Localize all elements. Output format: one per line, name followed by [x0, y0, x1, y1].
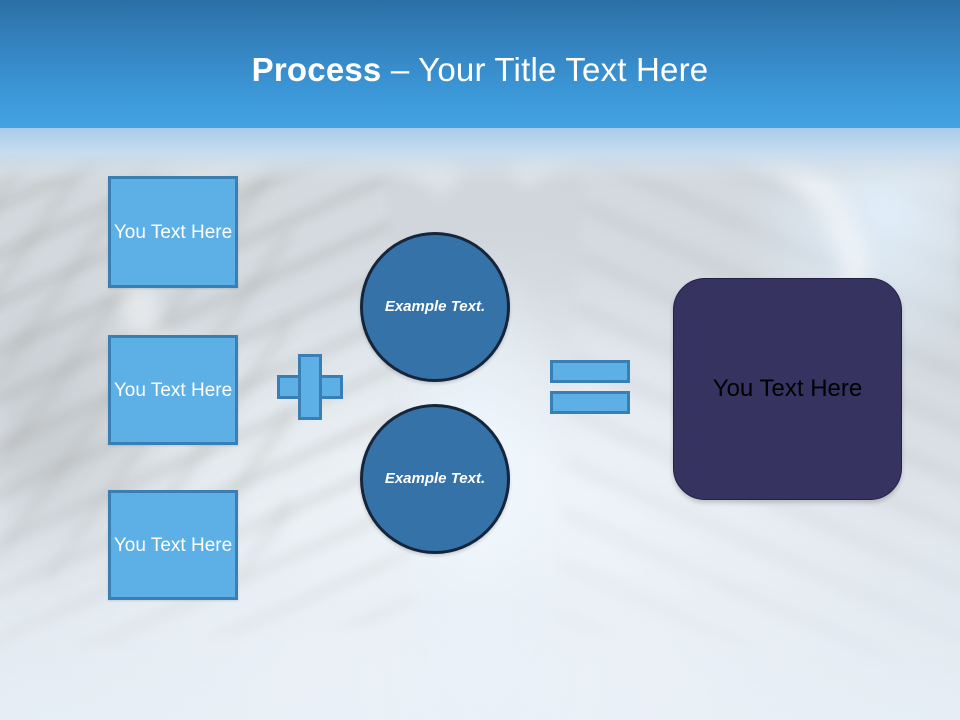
result-box[interactable]: You Text Here	[673, 278, 902, 500]
input-box-2[interactable]: You Text Here	[108, 335, 238, 445]
input-box-3[interactable]: You Text Here	[108, 490, 238, 600]
input-box-1-label: You Text Here	[113, 221, 233, 243]
example-circle-1-label: Example Text.	[384, 298, 486, 315]
input-box-3-label: You Text Here	[113, 534, 233, 556]
plus-icon-center-patch	[301, 378, 319, 396]
equals-icon-top-bar	[550, 360, 630, 383]
equals-icon	[550, 360, 630, 414]
page-title-bold: Process	[251, 51, 382, 88]
input-box-2-label: You Text Here	[113, 379, 233, 401]
example-circle-2[interactable]: Example Text.	[360, 404, 510, 554]
page-title: Process – Your Title Text Here	[0, 50, 960, 90]
title-banner	[0, 0, 960, 128]
title-banner-fade	[0, 128, 960, 184]
example-circle-2-label: Example Text.	[384, 470, 486, 487]
result-box-label: You Text Here	[712, 375, 863, 402]
input-box-1[interactable]: You Text Here	[108, 176, 238, 288]
plus-icon	[277, 354, 343, 420]
example-circle-1[interactable]: Example Text.	[360, 232, 510, 382]
equals-icon-bottom-bar	[550, 391, 630, 414]
page-title-rest: – Your Title Text Here	[381, 51, 709, 88]
